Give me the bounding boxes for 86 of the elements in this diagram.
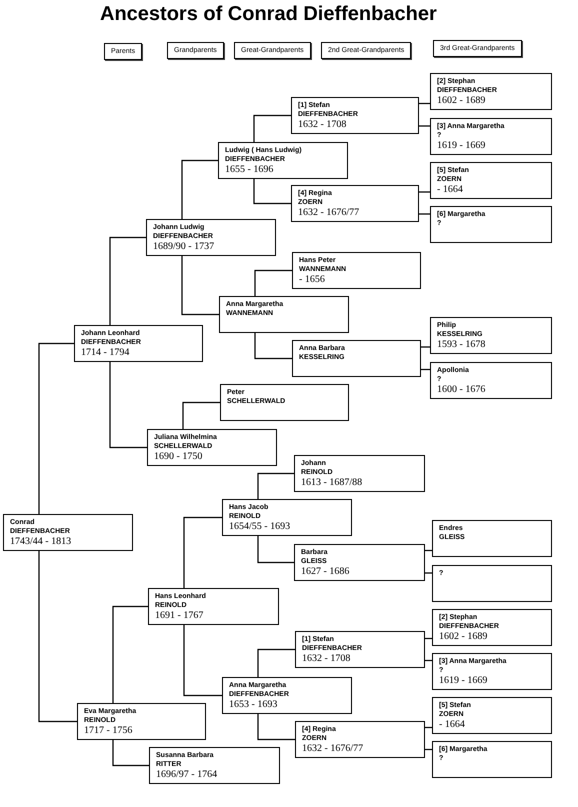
person-box <box>219 296 349 333</box>
connector-line <box>183 516 222 588</box>
connector-line <box>112 740 149 766</box>
generation-box <box>234 42 311 59</box>
life-dates: 1653 - 1693 <box>229 699 278 710</box>
generation-box <box>321 42 412 59</box>
life-dates: 1632 - 1708 <box>302 653 352 664</box>
connector-line <box>181 256 219 316</box>
life-dates: 1632 - 1676/77 <box>298 207 360 218</box>
life-dates: 1632 - 1676/77 <box>302 743 364 754</box>
connector-line <box>257 536 294 564</box>
person-box <box>222 499 352 536</box>
person-box <box>147 429 277 466</box>
person-box <box>295 631 425 668</box>
connector-line <box>419 191 430 193</box>
life-dates: 1689/90 - 1737 <box>153 241 216 252</box>
title: Ancestors of Conrad Dieffenbacher <box>100 3 437 26</box>
life-dates: 1743/44 - 1813 <box>10 536 72 547</box>
connector-line <box>257 472 294 499</box>
person-box <box>292 252 421 289</box>
life-dates: 1619 - 1669 <box>437 140 486 151</box>
connector-line <box>109 236 146 325</box>
life-dates: - 1656 <box>299 274 326 285</box>
life-dates: - 1664 <box>437 184 464 195</box>
connector-line <box>254 270 292 296</box>
person-box <box>430 206 552 243</box>
person-box <box>432 697 552 734</box>
person-box <box>430 317 552 354</box>
connector-line <box>257 648 295 677</box>
connector-line <box>254 333 292 360</box>
connector-line <box>257 714 295 740</box>
connector-line <box>181 160 218 219</box>
connector-line <box>182 402 220 429</box>
person-box <box>291 97 419 134</box>
person-box <box>432 609 552 646</box>
life-dates: 1627 - 1686 <box>301 566 350 577</box>
life-dates: 1690 - 1750 <box>154 451 204 462</box>
life-dates: 1600 - 1676 <box>437 384 486 395</box>
connector-line <box>253 179 291 204</box>
generation-box <box>104 43 142 60</box>
life-dates: - 1664 <box>439 719 466 730</box>
person-box <box>432 520 552 557</box>
person-box <box>294 544 425 581</box>
generation-box <box>433 40 522 57</box>
life-dates: 1632 - 1708 <box>298 119 348 130</box>
person-box <box>432 653 552 690</box>
connector-line <box>109 362 147 448</box>
connector-line <box>253 114 291 142</box>
connector-line <box>38 342 74 514</box>
life-dates: 1717 - 1756 <box>84 725 134 736</box>
life-dates: 1593 - 1678 <box>437 339 486 350</box>
generation-box <box>167 42 224 59</box>
person-box <box>432 565 552 602</box>
person-box <box>430 118 552 155</box>
person-box <box>430 362 552 399</box>
life-dates: 1654/55 - 1693 <box>229 521 292 532</box>
life-dates: 1619 - 1669 <box>439 675 488 686</box>
life-dates: 1691 - 1767 <box>155 610 204 621</box>
life-dates: 1602 - 1689 <box>437 95 486 106</box>
person-box <box>77 703 206 740</box>
person-box <box>295 721 425 758</box>
person-box <box>291 185 419 222</box>
connector-line <box>419 125 430 127</box>
person-box <box>430 162 552 199</box>
person-box <box>294 455 425 492</box>
connector-line <box>112 606 148 703</box>
connector-line <box>419 213 430 215</box>
connector-line <box>183 625 222 696</box>
person-box <box>146 219 276 256</box>
life-dates: 1655 - 1696 <box>225 164 274 175</box>
person-box <box>432 741 552 778</box>
connector-line <box>38 551 77 722</box>
life-dates: 1696/97 - 1764 <box>156 769 218 780</box>
person-box <box>430 73 552 110</box>
person-box <box>74 325 203 362</box>
connector-line <box>419 102 430 104</box>
person-box <box>292 340 421 377</box>
life-dates: 1602 - 1689 <box>439 631 488 642</box>
person-box <box>3 514 133 551</box>
person-box <box>149 747 280 784</box>
person-box <box>220 384 349 421</box>
person-box <box>222 677 352 714</box>
person-box <box>148 588 279 625</box>
life-dates: 1613 - 1687/88 <box>301 477 364 488</box>
life-dates: 1714 - 1794 <box>81 347 130 358</box>
person-box <box>218 142 348 179</box>
